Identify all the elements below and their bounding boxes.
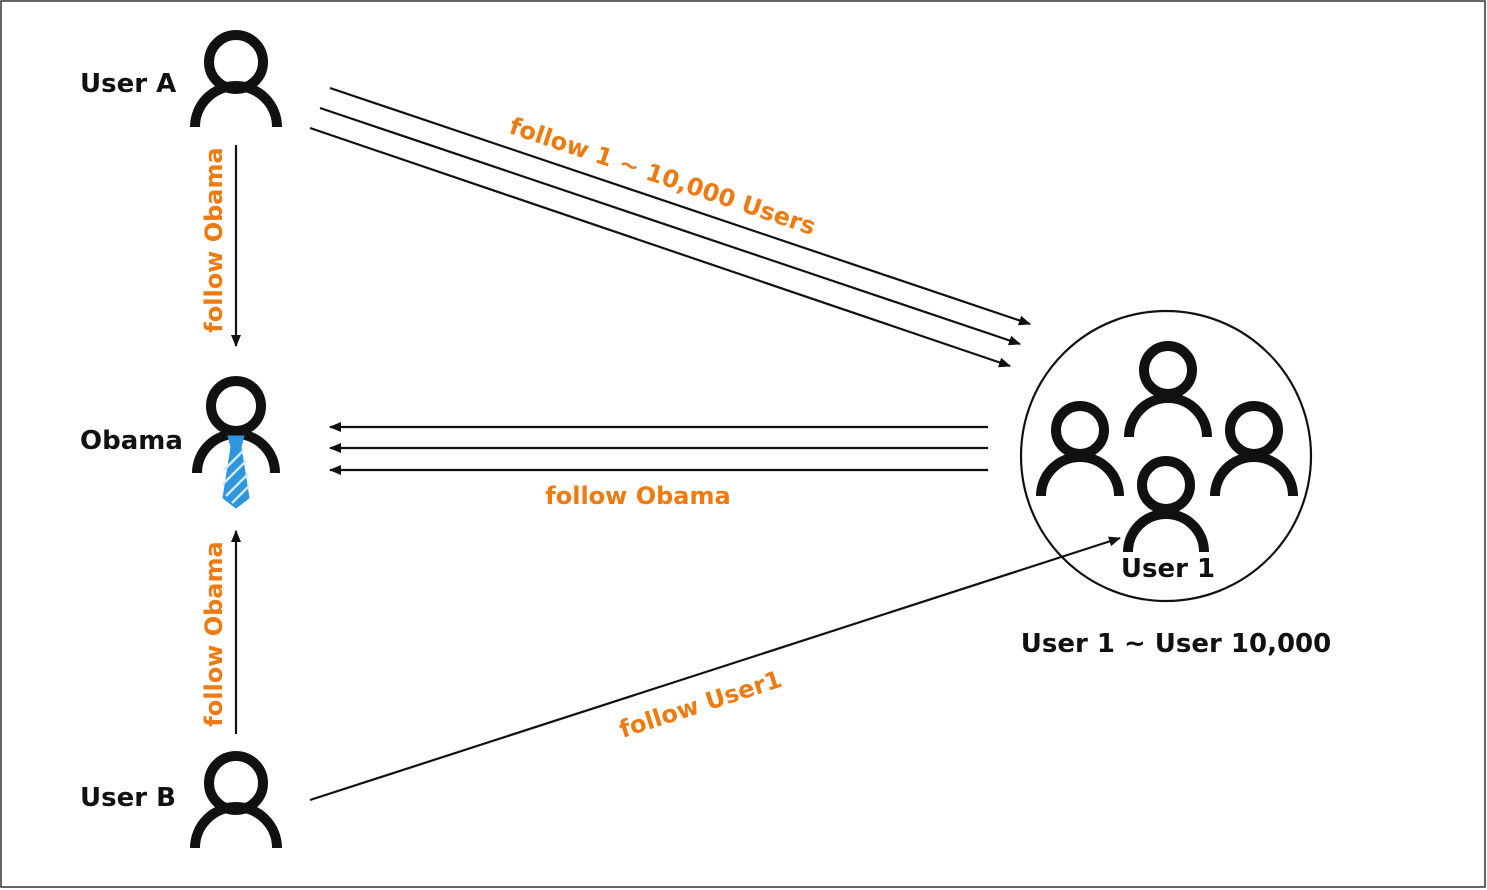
user-b-label: User B bbox=[80, 783, 176, 813]
edge-user-a-to-group bbox=[319, 106, 1021, 346]
tie-icon bbox=[222, 435, 250, 509]
obama-node: Obama bbox=[80, 376, 280, 509]
edge-label-user-b-to-user-1: follow User1 bbox=[616, 665, 785, 744]
user-a-label: User A bbox=[80, 69, 176, 99]
person-icon bbox=[1036, 401, 1124, 497]
edge-label-user-b-to-obama: follow Obama bbox=[200, 541, 228, 726]
edge-user-a-to-group bbox=[329, 86, 1031, 326]
obama-label: Obama bbox=[80, 426, 183, 456]
person-with-tie-icon bbox=[192, 376, 280, 509]
edge-user-a-to-group bbox=[309, 126, 1011, 368]
person-icon bbox=[1210, 401, 1298, 497]
person-icon bbox=[190, 30, 282, 128]
person-icon bbox=[1124, 341, 1212, 438]
user-group-caption: User 1 ~ User 10,000 bbox=[1021, 629, 1332, 659]
group-of-people-icon bbox=[1036, 341, 1298, 553]
edge-user-b-to-user-1 bbox=[309, 536, 1121, 802]
person-icon bbox=[190, 751, 282, 849]
user-a-node: User A bbox=[80, 30, 282, 128]
user-group-node: User 1 User 1 ~ User 10,000 bbox=[1019, 309, 1332, 659]
user-b-node: User B bbox=[80, 751, 282, 849]
edge-label-user-a-to-group: follow 1 ~ 10,000 Users bbox=[506, 112, 819, 241]
user-group-circle bbox=[1019, 309, 1313, 603]
edge-label-group-to-obama: follow Obama bbox=[545, 482, 730, 510]
edge-label-user-a-to-obama: follow Obama bbox=[200, 147, 228, 332]
person-icon bbox=[1123, 456, 1209, 553]
user-1-label: User 1 bbox=[1121, 554, 1215, 584]
